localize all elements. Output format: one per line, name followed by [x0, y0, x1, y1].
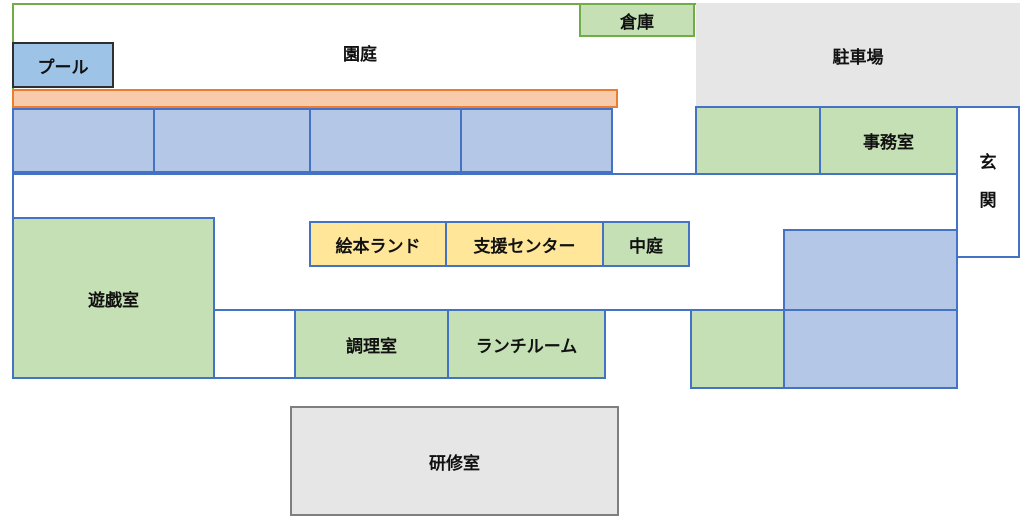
- courtyard: 中庭: [602, 221, 690, 267]
- entrance: 玄 関: [956, 106, 1020, 258]
- office-side-room: [695, 106, 821, 175]
- classroom-1: [12, 108, 155, 173]
- cooking-room: 調理室: [294, 309, 449, 379]
- office-room: 事務室: [819, 106, 958, 175]
- corridor-left-edge: [12, 173, 14, 219]
- parking-lot: 駐車場: [696, 3, 1020, 107]
- garden-area: [12, 3, 696, 174]
- lunch-room: ランチルーム: [447, 309, 606, 379]
- classroom-3: [309, 108, 462, 173]
- corridor-top-edge: [12, 173, 958, 175]
- training-room: 研修室: [290, 406, 619, 516]
- right-room-upper: [783, 229, 958, 311]
- small-room: [213, 309, 296, 379]
- entrance-label-1: 玄: [979, 153, 997, 173]
- right-room-lower: [783, 309, 958, 389]
- right-green-room: [690, 309, 785, 389]
- entrance-label-2: 関: [979, 191, 997, 211]
- support-center: 支援センター: [445, 221, 604, 267]
- garden-label: 園庭: [343, 44, 377, 65]
- pool: プール: [12, 42, 114, 88]
- classroom-2: [153, 108, 311, 173]
- playroom: 遊戯室: [12, 217, 215, 379]
- picture-book-land: 絵本ランド: [309, 221, 447, 267]
- storehouse-room: 倉庫: [579, 3, 695, 37]
- veranda: [12, 89, 618, 108]
- classroom-4: [460, 108, 613, 173]
